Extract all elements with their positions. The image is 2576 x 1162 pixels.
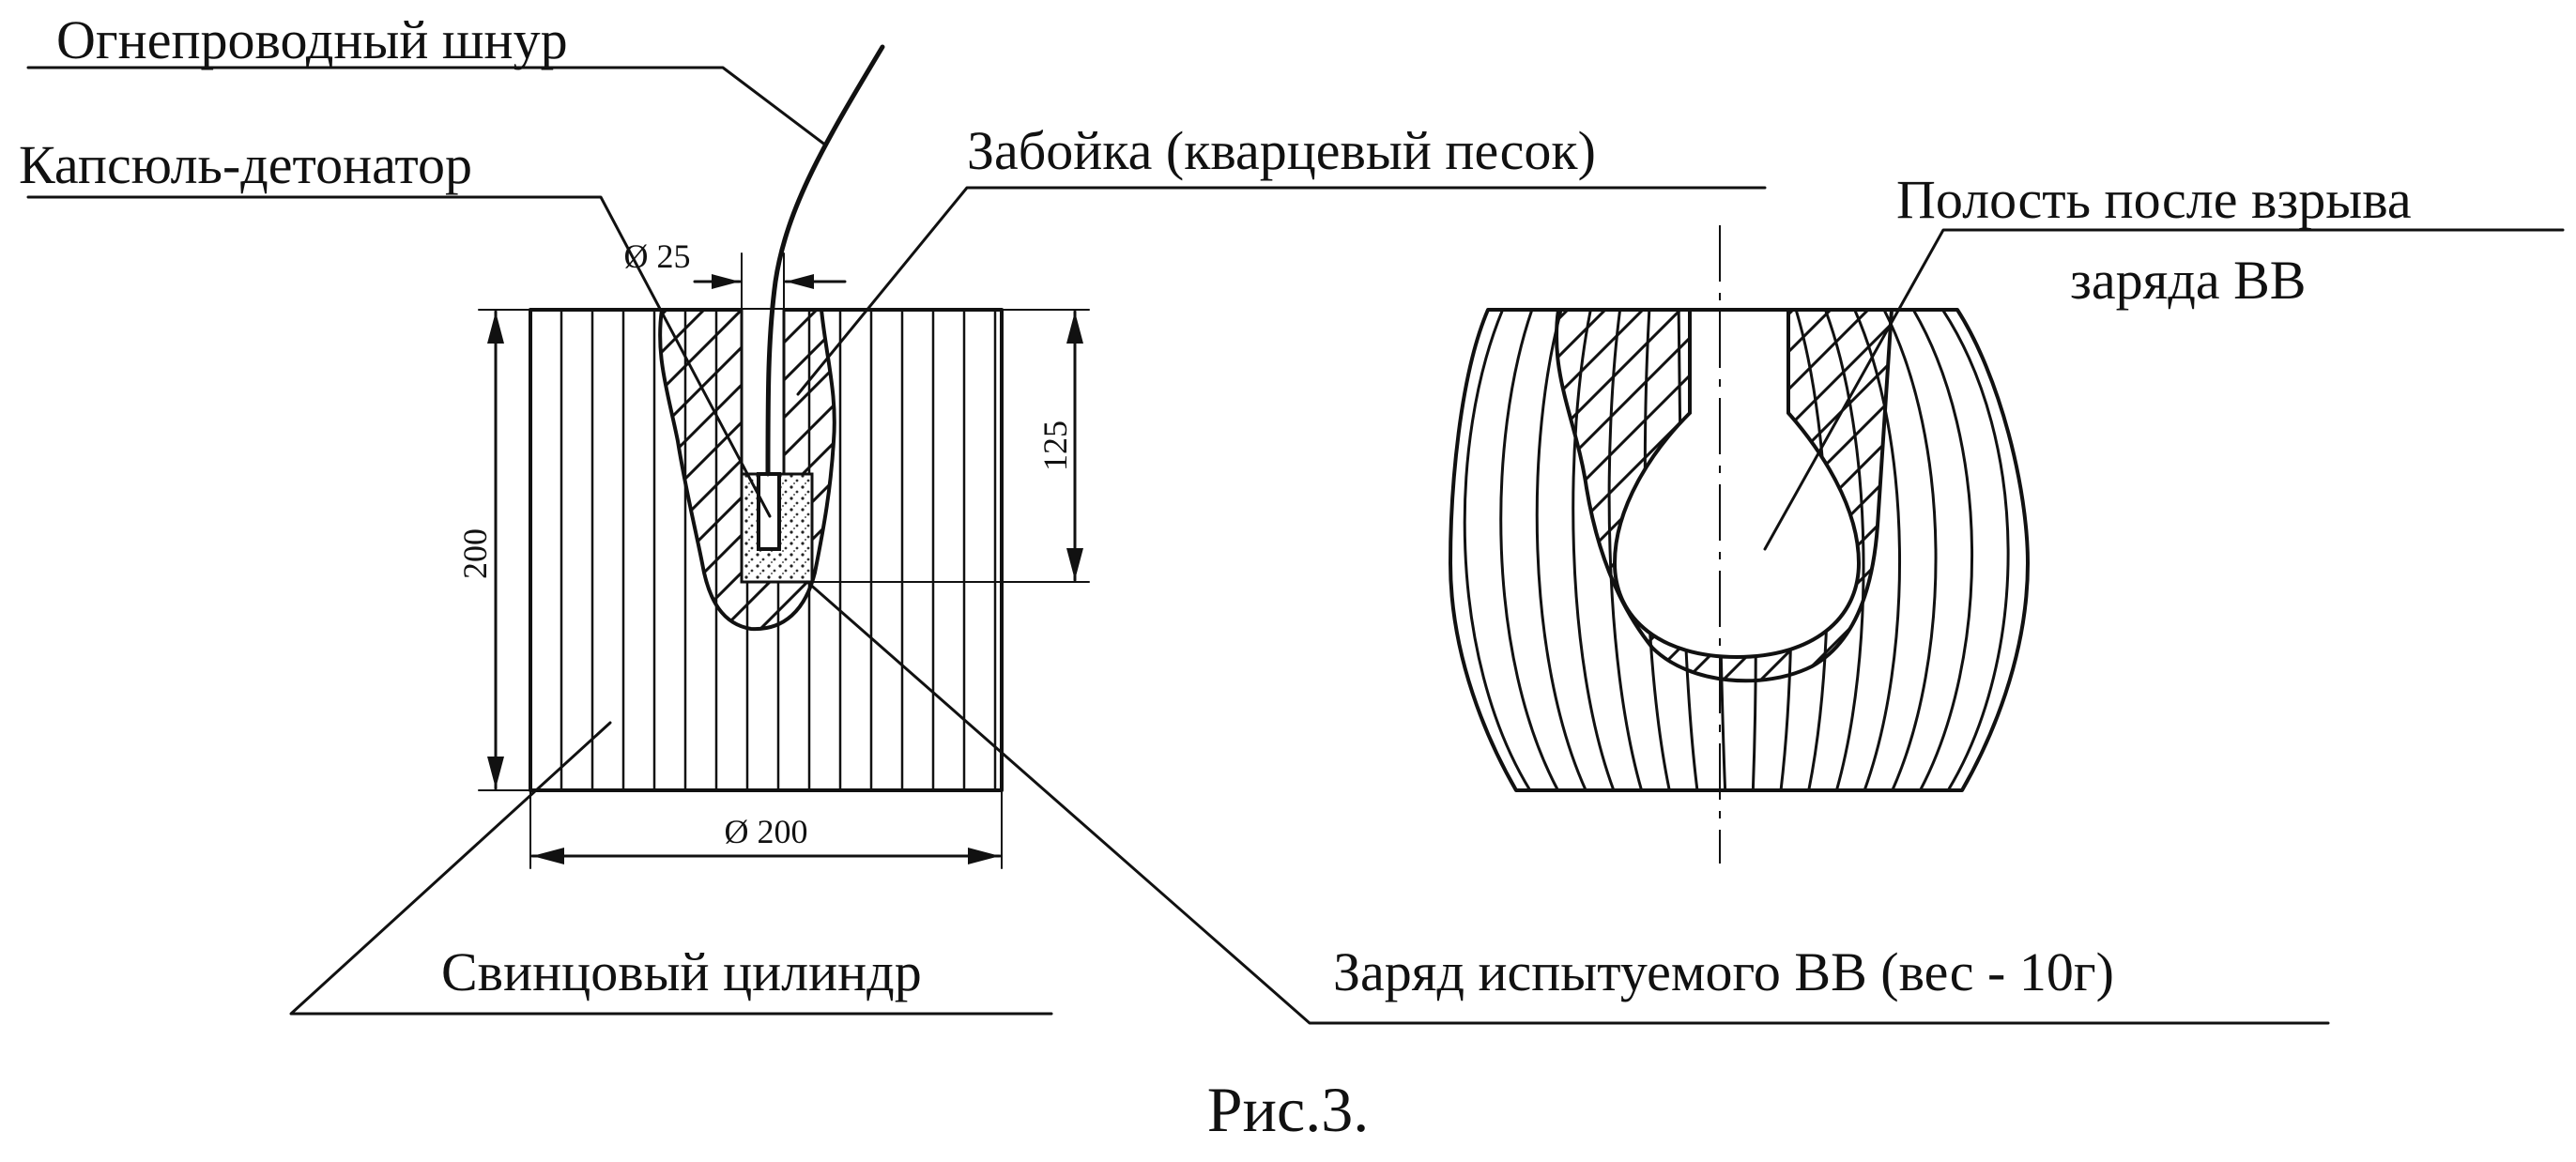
- stemming-label: Забойка (кварцевый песок): [967, 120, 1596, 181]
- figure-caption: Рис.3.: [1207, 1074, 1369, 1145]
- detonator-label: Капсюль-детонатор: [19, 134, 472, 195]
- deformed-grain-line: [1499, 310, 1559, 790]
- lead-cylinder-before: [529, 44, 1004, 792]
- leader-lines: [26, 66, 2565, 1025]
- bore-channel: [742, 310, 784, 474]
- deformed-outline: [1449, 308, 2030, 792]
- dimensions-left: 200 125 Ø 200 Ø 25: [456, 237, 1090, 869]
- charge-label: Заряд испытуемого ВВ (вес - 10г): [1333, 941, 2114, 1002]
- deformed-grain-line: [1941, 310, 2010, 790]
- cavity-label-line1: Полость после взрыва: [1896, 169, 2412, 230]
- bore-dimension: Ø 25: [624, 237, 691, 275]
- cavity-label-line2: заряда ВВ: [2070, 250, 2306, 311]
- fuse-label: Огнепроводный шнур: [56, 9, 568, 70]
- explosion-cavity: [1612, 308, 1862, 660]
- deformed-grain-line: [1535, 310, 1587, 790]
- height-dimension: 200: [456, 528, 494, 579]
- lead-cylinder-after: [1449, 225, 2030, 864]
- deformed-grain-line: [1463, 310, 1532, 790]
- diameter-dimension: Ø 200: [725, 813, 808, 850]
- depth-dimension: 125: [1036, 420, 1074, 471]
- deformed-grain-line: [1911, 310, 1974, 790]
- fuse-cord: [765, 44, 885, 477]
- deformed-grain-line: [1882, 310, 1938, 790]
- cylinder-label: Свинцовый цилиндр: [441, 941, 922, 1002]
